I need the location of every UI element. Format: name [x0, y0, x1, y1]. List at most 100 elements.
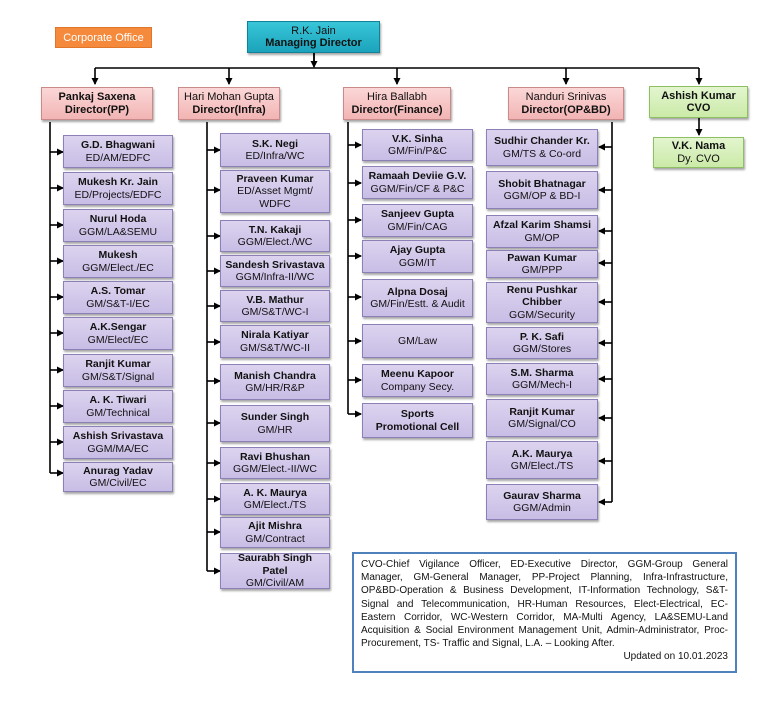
member-designation: GM/Elect./TS: [510, 460, 574, 472]
infra-member-card[interactable]: V.B. Mathur GM/S&T/WC-I: [220, 290, 330, 322]
finance-member-card[interactable]: Ramaah Deviie G.V. GGM/Fin/CF & P&C: [362, 166, 473, 199]
member-name: Mukesh: [98, 249, 138, 261]
member-designation: GGM/Mech-I: [511, 379, 573, 391]
member-designation: GM/PPP: [521, 264, 563, 276]
opbd-member-card[interactable]: Gaurav Sharma GGM/Admin: [486, 484, 598, 520]
member-name: P. K. Safi: [519, 330, 565, 343]
member-designation: GM/HR/R&P: [245, 382, 305, 394]
infra-member-card[interactable]: Praveen Kumar ED/Asset Mgmt/ WDFC: [220, 170, 330, 213]
member-name: G.D. Bhagwani: [80, 139, 156, 151]
infra-member-card[interactable]: Sandesh Srivastava GGM/Infra-II/WC: [220, 255, 330, 287]
pp-member-card[interactable]: Mukesh Kr. Jain ED/Projects/EDFC: [63, 172, 173, 205]
opbd-member-card[interactable]: Shobit Bhatnagar GGM/OP & BD-I: [486, 171, 598, 209]
infra-member-card[interactable]: T.N. Kakaji GGM/Elect./WC: [220, 220, 330, 252]
member-designation: GM/Elect/EC: [87, 333, 149, 346]
opbd-member-card[interactable]: Renu Pushkar Chibber GGM/Security: [486, 282, 598, 323]
director-designation: Director(OP&BD): [521, 103, 611, 116]
md-designation: Managing Director: [265, 37, 362, 49]
member-designation: GM/Contract: [245, 532, 305, 545]
member-designation: GM/S&T/WC-I: [241, 306, 309, 318]
member-designation: GM/Civil/AM: [245, 577, 305, 590]
dy-cvo-name: V.K. Nama: [671, 140, 726, 152]
cvo-box[interactable]: Ashish Kumar CVO: [649, 86, 748, 118]
member-designation: GGM/IT: [398, 256, 437, 269]
member-designation: GM/Law: [397, 334, 438, 347]
member-designation: GGM/Elect./EC: [82, 261, 154, 274]
member-designation: ED/Projects/EDFC: [74, 188, 162, 201]
director-finance-box[interactable]: Hira Ballabh Director(Finance): [343, 87, 451, 120]
opbd-member-card[interactable]: Ranjit Kumar GM/Signal/CO: [486, 399, 598, 437]
member-name: Mukesh Kr. Jain: [78, 176, 158, 188]
infra-member-card[interactable]: Saurabh Singh Patel GM/Civil/AM: [220, 552, 330, 590]
finance-member-card[interactable]: Meenu Kapoor Company Secy.: [362, 364, 473, 397]
infra-member-card[interactable]: Manish Chandra GM/HR/R&P: [220, 364, 330, 400]
member-designation: GGM/LA&SEMU: [78, 225, 158, 238]
opbd-member-card[interactable]: A.K. Maurya GM/Elect./TS: [486, 441, 598, 479]
abbreviations-legend: CVO-Chief Vigilance Officer, ED-Executiv…: [352, 552, 737, 673]
member-designation: Promotional Cell: [375, 420, 460, 433]
director-designation: Director(Finance): [351, 103, 443, 116]
member-designation: Company Secy.: [380, 380, 455, 393]
pp-member-card[interactable]: Anurag Yadav GM/Civil/EC: [63, 462, 173, 492]
member-name: Ranjit Kumar: [509, 405, 575, 418]
pp-member-card[interactable]: Mukesh GGM/Elect./EC: [63, 245, 173, 278]
pp-member-card[interactable]: A. K. Tiwari GM/Technical: [63, 390, 173, 423]
infra-member-card[interactable]: S.K. Negi ED/Infra/WC: [220, 133, 330, 167]
pp-member-card[interactable]: Ashish Srivastava GGM/MA/EC: [63, 426, 173, 459]
opbd-member-card[interactable]: Pawan Kumar GM/PPP: [486, 250, 598, 278]
member-name: Pawan Kumar: [507, 251, 577, 264]
director-designation: Director(PP): [64, 103, 130, 116]
director-name: Pankaj Saxena: [58, 91, 136, 103]
member-name: Nurul Hoda: [89, 213, 147, 225]
member-name: Sandesh Srivastava: [225, 258, 325, 271]
updated-date: Updated on 10.01.2023: [623, 651, 728, 663]
member-name: Ajit Mishra: [248, 520, 302, 532]
director-name: Hari Mohan Gupta: [184, 91, 274, 103]
member-designation: GGM/Elect./WC: [237, 236, 313, 248]
director-infra-box[interactable]: Hari Mohan Gupta Director(Infra): [178, 87, 280, 120]
director-name: Hira Ballabh: [367, 91, 427, 103]
opbd-member-card[interactable]: S.M. Sharma GGM/Mech-I: [486, 363, 598, 395]
infra-member-card[interactable]: Sunder Singh GM/HR: [220, 405, 330, 442]
opbd-member-card[interactable]: Sudhir Chander Kr. GM/TS & Co-ord: [486, 129, 598, 166]
member-designation: GM/Fin/Estt. & Audit: [370, 298, 465, 310]
finance-member-card[interactable]: Sanjeev Gupta GM/Fin/CAG: [362, 204, 473, 237]
member-name: Praveen Kumar: [236, 172, 314, 185]
corporate-office-label: Corporate Office: [55, 27, 152, 48]
member-name: Renu Pushkar: [506, 283, 578, 296]
member-name: Ramaah Deviie G.V.: [368, 170, 467, 182]
opbd-member-card[interactable]: P. K. Safi GGM/Stores: [486, 327, 598, 359]
infra-member-card[interactable]: Nirala Katiyar GM/S&T/WC-II: [220, 325, 330, 358]
member-designation: GM/HR: [257, 423, 293, 436]
member-designation: GM/OP: [524, 231, 560, 244]
member-designation: ED/Infra/WC: [245, 150, 305, 162]
cvo-name: Ashish Kumar: [661, 89, 736, 102]
pp-member-card[interactable]: A.S. Tomar GM/S&T-I/EC: [63, 281, 173, 314]
member-name: S.M. Sharma: [510, 366, 574, 379]
md-box[interactable]: R.K. Jain Managing Director: [247, 21, 380, 53]
pp-member-card[interactable]: Nurul Hoda GGM/LA&SEMU: [63, 209, 173, 242]
member-name: Anurag Yadav: [83, 464, 153, 477]
finance-member-card[interactable]: Alpna Dosaj GM/Fin/Estt. & Audit: [362, 279, 473, 317]
member-name: A.K. Maurya: [511, 447, 573, 460]
member-name: A.S. Tomar: [90, 285, 146, 297]
member-designation: GM/Fin/CAG: [387, 220, 448, 233]
pp-member-card[interactable]: A.K.Sengar GM/Elect/EC: [63, 317, 173, 350]
dy-cvo-box[interactable]: V.K. Nama Dy. CVO: [653, 137, 744, 168]
infra-member-card[interactable]: Ajit Mishra GM/Contract: [220, 517, 330, 548]
pp-member-card[interactable]: G.D. Bhagwani ED/AM/EDFC: [63, 135, 173, 168]
finance-member-card[interactable]: V.K. Sinha GM/Fin/P&C: [362, 129, 473, 161]
member-designation: GM/TS & Co-ord: [502, 147, 582, 160]
finance-member-card[interactable]: GM/Law: [362, 324, 473, 358]
finance-member-card[interactable]: Ajay Gupta GGM/IT: [362, 240, 473, 273]
director-pp-box[interactable]: Pankaj Saxena Director(PP): [41, 87, 153, 120]
opbd-member-card[interactable]: Afzal Karim Shamsi GM/OP: [486, 215, 598, 248]
member-designation: GGM/Elect.-II/WC: [233, 463, 317, 475]
finance-member-card[interactable]: Sports Promotional Cell: [362, 403, 473, 438]
infra-member-card[interactable]: Ravi Bhushan GGM/Elect.-II/WC: [220, 447, 330, 479]
pp-member-card[interactable]: Ranjit Kumar GM/S&T/Signal: [63, 354, 173, 387]
director-opbd-box[interactable]: Nanduri Srinivas Director(OP&BD): [508, 87, 624, 120]
member-name: Shobit Bhatnagar: [498, 177, 586, 190]
member-designation: GGM/MA/EC: [87, 442, 149, 455]
infra-member-card[interactable]: A. K. Maurya GM/Elect./TS: [220, 483, 330, 515]
